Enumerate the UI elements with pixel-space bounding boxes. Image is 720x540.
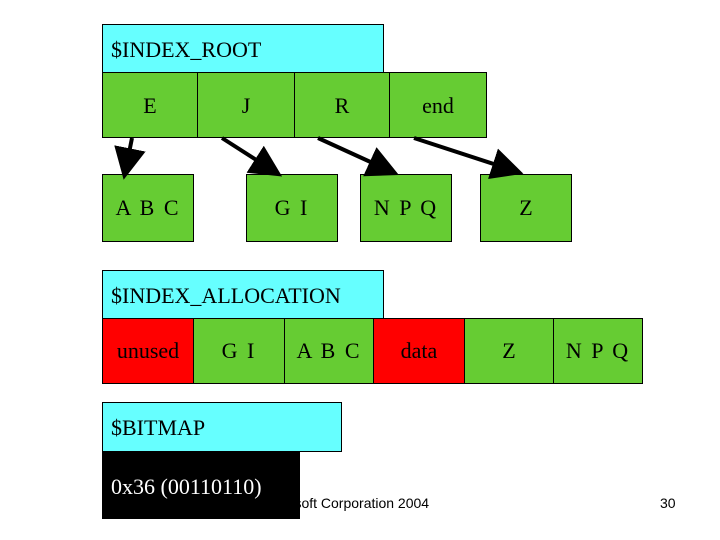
alloc-block-label: G I bbox=[221, 338, 257, 363]
alloc-block-label: A B C bbox=[296, 338, 362, 363]
alloc-block-gi: G I bbox=[193, 318, 285, 384]
index-allocation-header: $INDEX_ALLOCATION bbox=[102, 270, 384, 320]
child-node-label: A B C bbox=[115, 195, 181, 220]
copyright-label: Microsoft Corporation 2004 bbox=[260, 495, 430, 511]
arrow-r-to-npq bbox=[317, 136, 399, 177]
arrow-end-to-z bbox=[413, 136, 524, 180]
root-entry-label: R bbox=[334, 93, 350, 118]
root-entry-end: end bbox=[389, 72, 487, 138]
index-root-header: $INDEX_ROOT bbox=[102, 24, 384, 76]
alloc-block-label: unused bbox=[116, 338, 180, 363]
arrow-e-to-abc bbox=[114, 137, 146, 180]
alloc-block-data: data bbox=[373, 318, 465, 384]
alloc-block-label: data bbox=[400, 338, 438, 363]
child-node-label: Z bbox=[519, 195, 533, 220]
bitmap-title: $BITMAP bbox=[111, 415, 206, 440]
child-node-abc: A B C bbox=[102, 174, 194, 242]
root-entry-e: E bbox=[102, 72, 198, 138]
child-node-gi: G I bbox=[246, 174, 338, 242]
alloc-block-unused: unused bbox=[102, 318, 194, 384]
child-node-label: G I bbox=[274, 195, 310, 220]
alloc-block-npq: N P Q bbox=[553, 318, 643, 384]
alloc-block-abc: A B C bbox=[284, 318, 374, 384]
page-number: 30 bbox=[660, 495, 676, 511]
child-node-label: N P Q bbox=[373, 195, 439, 220]
child-node-npq: N P Q bbox=[360, 174, 452, 242]
root-entry-r: R bbox=[294, 72, 390, 138]
child-node-z: Z bbox=[480, 174, 572, 242]
alloc-block-z: Z bbox=[464, 318, 554, 384]
index-root-title: $INDEX_ROOT bbox=[111, 37, 262, 62]
root-entry-label: end bbox=[422, 93, 454, 118]
index-allocation-title: $INDEX_ALLOCATION bbox=[111, 283, 341, 308]
arrow-j-to-gi bbox=[220, 136, 283, 177]
alloc-block-label: N P Q bbox=[565, 338, 631, 363]
bitmap-value: 0x36 (00110110) bbox=[111, 474, 262, 499]
root-entry-j: J bbox=[197, 72, 295, 138]
bitmap-header: $BITMAP bbox=[102, 402, 342, 452]
root-entry-label: E bbox=[143, 93, 157, 118]
root-entry-label: J bbox=[241, 93, 251, 118]
alloc-block-label: Z bbox=[502, 338, 516, 363]
bitmap-value-box: 0x36 (00110110) bbox=[102, 451, 300, 519]
